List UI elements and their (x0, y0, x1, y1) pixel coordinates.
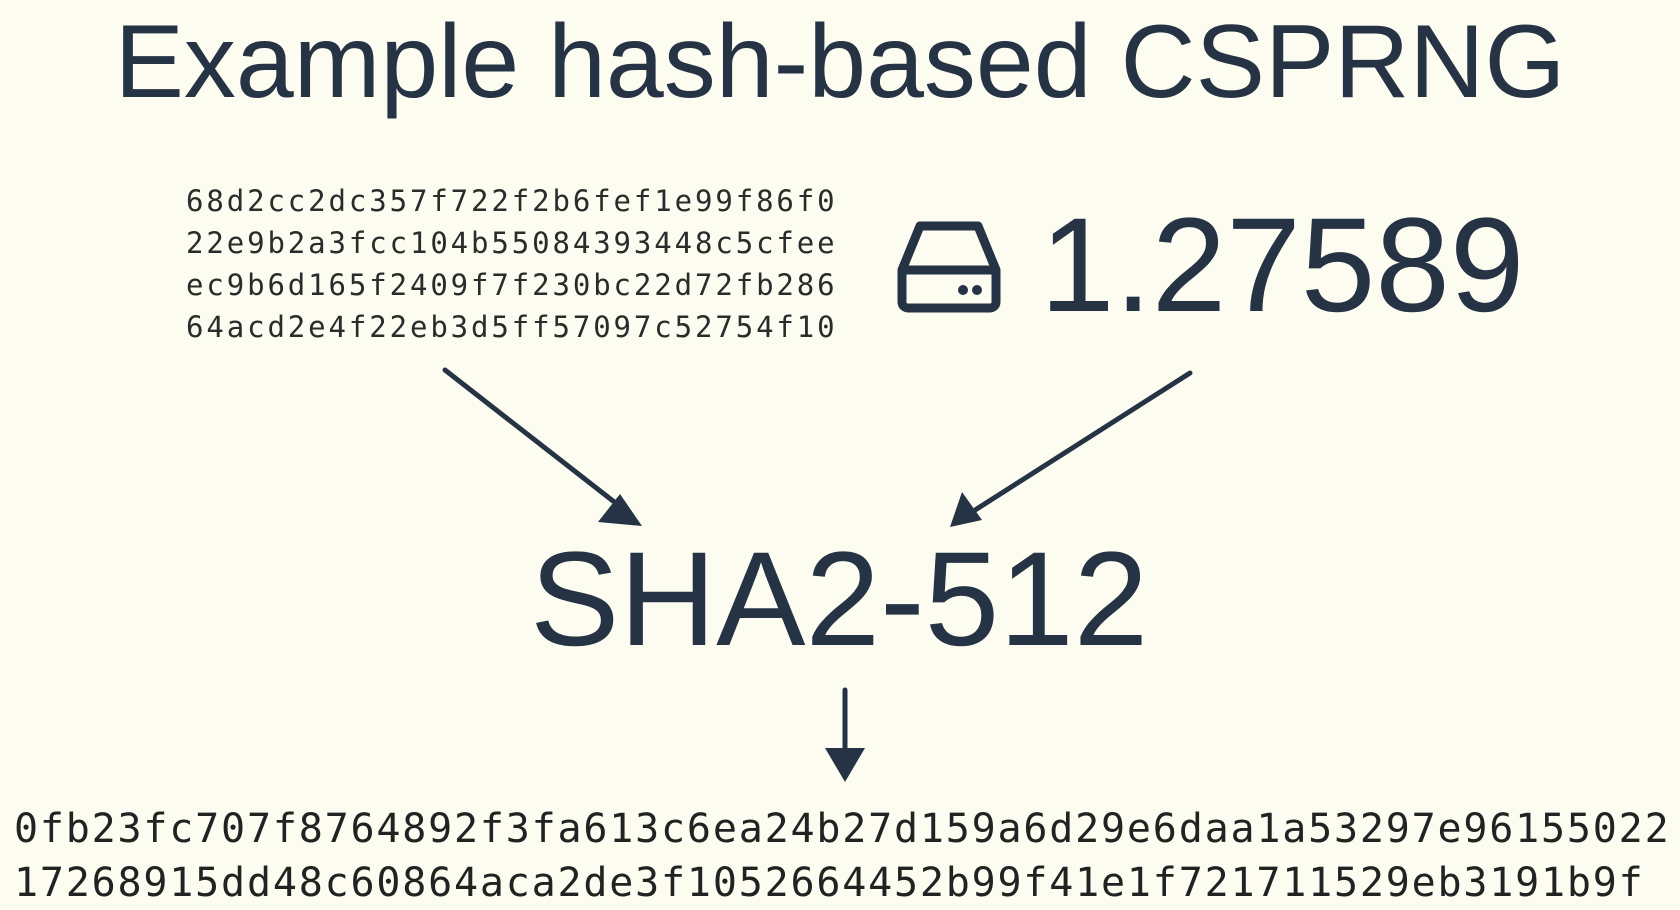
seed-line: ec9b6d165f2409f7f230bc22d72fb286 (186, 268, 838, 302)
seed-hex-block: 68d2cc2dc357f722f2b6fef1e99f86f0 22e9b2a… (186, 180, 838, 348)
seed-line: 68d2cc2dc357f722f2b6fef1e99f86f0 (186, 184, 838, 218)
entropy-value: 1.27589 (1040, 191, 1525, 340)
output-line: 17268915dd48c60864aca2de3f1052664452b99f… (14, 860, 1645, 906)
output-line: 0fb23fc707f8764892f3fa613c6ea24b27d159a6… (14, 806, 1671, 852)
hash-function-label: SHA2-512 (530, 525, 1149, 674)
output-hex-block: 0fb23fc707f8764892f3fa613c6ea24b27d159a6… (14, 802, 1670, 910)
hard-drive-icon (897, 221, 1001, 313)
arrow-entropy-to-hash (950, 370, 1193, 527)
seed-line: 64acd2e4f22eb3d5ff57097c52754f10 (186, 310, 838, 344)
arrow-hash-to-output (825, 687, 865, 782)
seed-line: 22e9b2a3fcc104b55084393448c5cfee (186, 226, 838, 260)
arrow-seed-to-hash (442, 367, 642, 526)
page-title: Example hash-based CSPRNG (114, 4, 1566, 120)
